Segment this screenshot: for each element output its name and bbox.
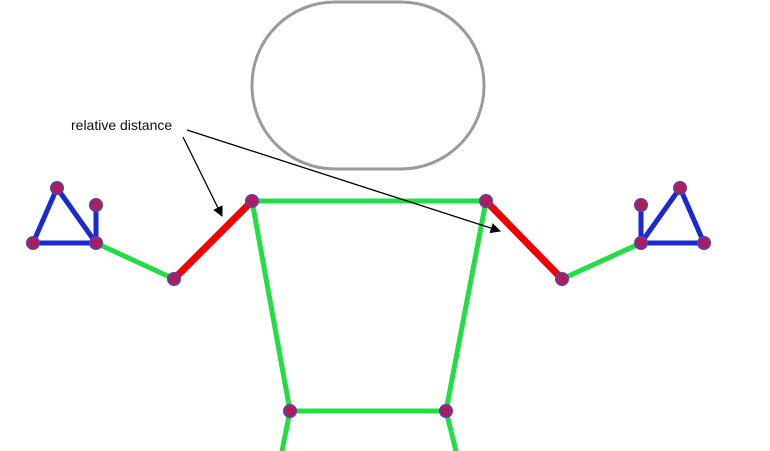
right-upper-arm xyxy=(482,197,566,283)
torso xyxy=(93,198,644,451)
measured-segments xyxy=(170,197,566,283)
arrow-to-right-arm xyxy=(186,129,501,234)
joints xyxy=(26,181,711,418)
annotation-arrows xyxy=(182,129,501,234)
right-pinky-joint-icon xyxy=(697,236,711,250)
right-hand xyxy=(638,185,707,246)
left-pinky-joint-icon xyxy=(26,236,40,250)
left-elbow-joint-icon xyxy=(167,272,181,286)
annotation-label: relative distance xyxy=(71,117,172,133)
right-elbow-joint-icon xyxy=(555,272,569,286)
right-torso-side xyxy=(443,198,489,414)
right-forearm xyxy=(559,240,644,282)
left-wrist-joint-icon xyxy=(89,236,103,250)
left-hand xyxy=(30,185,99,246)
right-fingertip-joint-icon xyxy=(673,181,687,195)
left-upper-arm xyxy=(170,197,256,283)
left-fingertip-joint-icon xyxy=(50,181,64,195)
right-shoulder-joint-icon xyxy=(479,194,493,208)
left-hip-joint-icon xyxy=(283,404,297,418)
left-thumb-joint-icon xyxy=(89,198,103,212)
right-hip-joint-icon xyxy=(439,404,453,418)
left-torso-side xyxy=(249,198,293,414)
left-forearm xyxy=(93,240,177,282)
right-hand-triangle xyxy=(638,185,707,246)
left-shoulder-joint-icon xyxy=(245,194,259,208)
arrow-to-left-arm xyxy=(182,136,223,217)
right-thumb-joint-icon xyxy=(634,198,648,212)
left-hand-triangle xyxy=(30,185,99,246)
head-outline xyxy=(250,0,486,171)
right-wrist-joint-icon xyxy=(634,236,648,250)
